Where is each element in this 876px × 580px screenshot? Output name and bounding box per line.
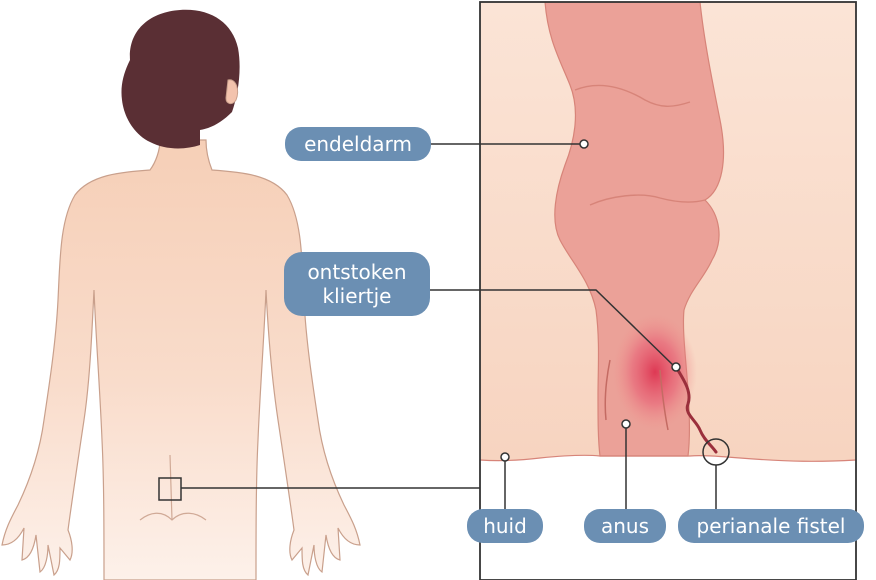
label-skin: huid xyxy=(467,509,543,543)
label-inflamed-gland: ontstoken kliertje xyxy=(284,252,430,316)
label-rectum-text: endeldarm xyxy=(304,132,412,156)
label-perianal-fistula: perianale fistel xyxy=(678,509,864,543)
ear xyxy=(226,80,238,104)
inflamed-gland-area xyxy=(613,314,697,430)
hair xyxy=(121,10,239,149)
rectum-marker xyxy=(580,140,588,148)
skin-marker xyxy=(501,453,509,461)
gland-marker xyxy=(672,363,680,371)
label-fistula-text: perianale fistel xyxy=(697,514,846,538)
label-gland-line1: ontstoken xyxy=(307,260,406,284)
zoom-panel xyxy=(480,2,856,580)
label-skin-text: huid xyxy=(483,514,527,538)
label-rectum: endeldarm xyxy=(285,127,431,161)
anus-marker xyxy=(622,420,630,428)
label-anus: anus xyxy=(584,509,666,543)
label-gland-line2: kliertje xyxy=(323,284,392,308)
label-anus-text: anus xyxy=(601,514,649,538)
